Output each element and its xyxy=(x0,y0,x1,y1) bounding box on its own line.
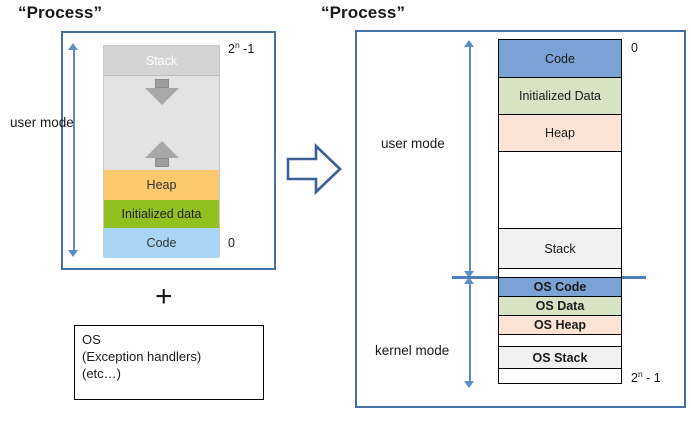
right-segment-os-code: OS Code xyxy=(499,278,621,297)
right-segment-code: Code xyxy=(499,40,621,78)
right-segment-free-space-1 xyxy=(499,152,621,229)
os-box-line-2: (Exception handlers) xyxy=(82,349,202,365)
right-memory-map: Code Initialized Data Heap Stack OS Code… xyxy=(498,39,622,384)
left-panel-title: “Process” xyxy=(18,3,103,22)
right-segment-free-space-2 xyxy=(499,269,621,278)
left-memory-map: Stack Heap Initialized data Code xyxy=(103,45,220,258)
left-segment-initialized-data: Initialized data xyxy=(104,200,219,228)
right-segment-os-stack: OS Stack xyxy=(499,347,621,369)
plus-sign: + xyxy=(155,280,173,313)
right-kernel-mode-arrow xyxy=(464,277,475,388)
right-user-mode-label: user mode xyxy=(381,136,445,151)
right-segment-initialized-data: Initialized Data xyxy=(499,78,621,115)
right-segment-free-space-4 xyxy=(499,369,621,381)
left-segment-heap: Heap xyxy=(104,170,219,200)
right-top-address: 0 xyxy=(631,41,638,55)
right-segment-stack: Stack xyxy=(499,229,621,269)
right-block-arrow-icon xyxy=(286,142,342,200)
right-user-mode-arrow xyxy=(464,40,475,278)
left-user-mode-label: user mode xyxy=(10,115,74,130)
right-segment-os-data: OS Data xyxy=(499,297,621,316)
right-panel-title: “Process” xyxy=(321,3,406,22)
left-segment-code: Code xyxy=(104,228,219,258)
right-segment-os-heap: OS Heap xyxy=(499,316,621,335)
stack-grow-down-icon xyxy=(144,79,179,105)
os-box-line-1: OS xyxy=(82,332,101,347)
left-bottom-address: 0 xyxy=(228,236,235,250)
heap-grow-up-icon xyxy=(144,141,179,167)
os-description-box: OS (Exception handlers) (etc…) xyxy=(74,325,264,400)
right-segment-free-space-3 xyxy=(499,335,621,347)
os-box-line-3: (etc…) xyxy=(82,366,121,382)
left-segment-stack: Stack xyxy=(104,46,219,76)
right-segment-heap: Heap xyxy=(499,115,621,152)
left-segment-gap xyxy=(104,76,219,170)
left-user-mode-arrow xyxy=(68,43,79,257)
right-kernel-mode-label: kernel mode xyxy=(375,343,450,358)
right-bottom-address: 2n - 1 xyxy=(631,369,661,386)
left-top-address: 2n -1 xyxy=(228,40,255,57)
